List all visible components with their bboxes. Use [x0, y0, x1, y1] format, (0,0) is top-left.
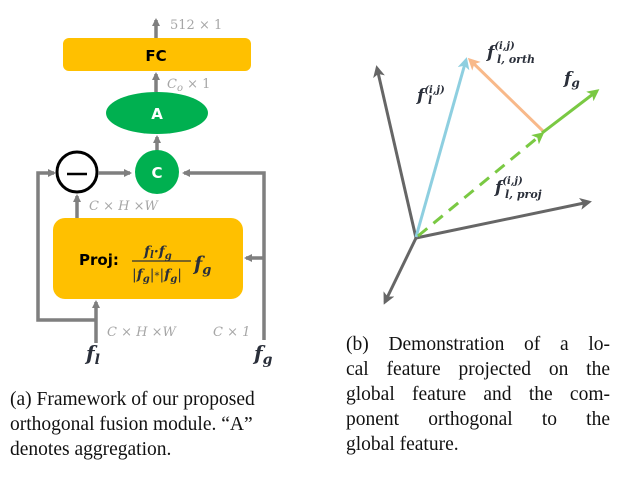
local-input-label: fl [84, 341, 100, 368]
global-feature-vector [541, 89, 600, 135]
concat-node [135, 150, 179, 194]
orthogonal-sub: l, orth [497, 53, 535, 66]
global-to-concat-line [182, 169, 266, 340]
figure-b-vector-diagram: f(i,j) l f(i,j) l, orth fg f(i,j) l, pro… [373, 41, 600, 305]
aggregation-label: A [151, 105, 163, 123]
local-feature-sub: l [428, 94, 432, 107]
local-feature-label: f(i,j) [416, 85, 445, 106]
global-input-dim: C × 1 [213, 325, 250, 340]
projection-vector [417, 132, 545, 238]
caption-a: (a) Framework of our proposed orthogonal… [10, 387, 310, 462]
proj-output-dim: C × H ×W [89, 199, 159, 214]
orthogonal-vector [467, 57, 545, 133]
local-feature-vector [414, 57, 470, 238]
local-input-dim: C × H ×W [107, 325, 177, 340]
fc-label: FC [145, 47, 166, 65]
agg-output-dim: Co × 1 [167, 77, 210, 94]
fc-output-dim: 512 × 1 [170, 18, 222, 33]
local-bypass-line [36, 169, 95, 322]
caption-b-line: global feature. [346, 434, 459, 455]
axis-down [383, 237, 418, 305]
caption-a-line: orthogonal fusion module. “A” [10, 414, 253, 435]
formula-denominator: |fg|*|fg| [132, 267, 182, 285]
figure-a-framework: 512 × 1 FC Co × 1 A C C × H ×W Proj: [36, 18, 273, 368]
projection-formula: fl·fg |fg|*|fg| fg [132, 244, 211, 285]
projection-label: f(i,j) [494, 176, 523, 198]
caption-a-line: (a) Framework of our proposed [10, 389, 255, 410]
projection-sub: l, proj [505, 188, 542, 201]
proj-box [53, 218, 243, 299]
global-input-label: fg [252, 341, 273, 368]
orthogonal-label: f(i,j) [486, 41, 515, 63]
subtract-node [55, 150, 99, 194]
proj-label: Proj: [79, 251, 119, 269]
formula-tail: fg [192, 253, 211, 278]
fc-box [63, 38, 251, 71]
caption-a-line: denotes aggregation. [10, 439, 172, 460]
concat-label: C [151, 164, 162, 182]
aggregation-node [106, 92, 208, 134]
formula-numerator: fl·fg [143, 244, 172, 262]
axis-right [415, 197, 592, 240]
axis-up [373, 65, 418, 239]
global-feature-label: fg [563, 69, 580, 90]
